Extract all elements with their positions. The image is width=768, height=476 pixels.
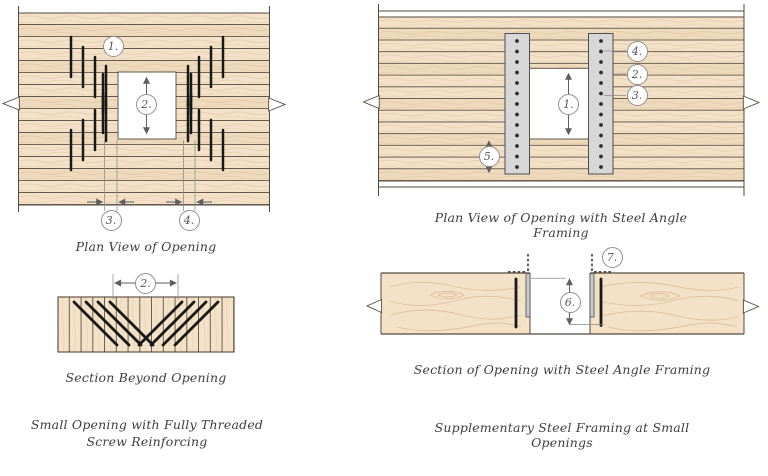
callout-edge-distance: 5. — [478, 146, 500, 167]
inclined-screws-right — [137, 300, 220, 347]
bolt-holes-right — [599, 39, 603, 169]
callout-edge-distance-right: 4. — [178, 209, 200, 231]
callout-screws: 1. — [102, 36, 124, 57]
callout-bolt-upper: 4. — [626, 40, 648, 62]
steel-angle-leg-left — [525, 273, 531, 318]
callout-opening-width: 2. — [135, 272, 156, 294]
callout-depth: 6. — [559, 291, 581, 313]
callout-edge-distance-left: 3. — [100, 209, 122, 231]
wood-grain-left — [388, 281, 522, 332]
dim-extension-lines — [104, 140, 196, 211]
steel-angle-leg-right — [589, 273, 595, 318]
callout-rod: 7. — [601, 247, 623, 268]
anchor-screws — [514, 277, 603, 329]
threaded-rods — [527, 254, 593, 273]
break-symbol-right — [742, 95, 761, 110]
caption-plan-steel: Plan View of Opening with Steel Angle Fr… — [434, 210, 688, 240]
caption-section-beyond: Section Beyond Opening — [65, 370, 227, 385]
title-left: Small Opening with Fully Threaded Screw … — [22, 417, 272, 450]
break-symbol-left — [362, 94, 380, 110]
break-symbol-left — [365, 298, 383, 314]
title-right: Supplementary Steel Framing at Small Ope… — [434, 420, 690, 450]
screw-group-bottom-right — [186, 72, 225, 172]
callout-steel-angle: 2. — [626, 63, 648, 85]
callout-steel-opening-height: 1. — [558, 93, 579, 115]
clt-section — [57, 296, 235, 353]
panel-borders — [362, 4, 761, 196]
callout-leaders — [604, 50, 626, 96]
fig-section-beyond — [57, 274, 235, 353]
title-left-line2: Screw Reinforcing — [86, 433, 208, 449]
wood-slab-left — [381, 273, 530, 334]
dim-depth-extensions — [531, 277, 604, 325]
slab-borders — [365, 273, 760, 334]
panel-borders — [1, 6, 287, 212]
screw-group-bottom-left — [69, 72, 108, 172]
dim-extension-lines — [112, 274, 179, 300]
caption-plan-opening: Plan View of Opening — [75, 239, 217, 254]
break-symbol-right — [742, 299, 760, 314]
break-symbol-right — [268, 97, 287, 112]
wood-grain-right — [599, 281, 739, 332]
fig-section-steel — [365, 254, 760, 335]
bolt-holes-left — [515, 39, 519, 169]
caption-section-steel: Section of Opening with Steel Angle Fram… — [413, 362, 711, 377]
callout-bolt-lower: 3. — [626, 85, 648, 106]
callout-opening-height: 2. — [136, 93, 157, 115]
break-symbol-left — [1, 96, 20, 111]
title-left-line1: Small Opening with Fully Threaded — [30, 417, 264, 432]
